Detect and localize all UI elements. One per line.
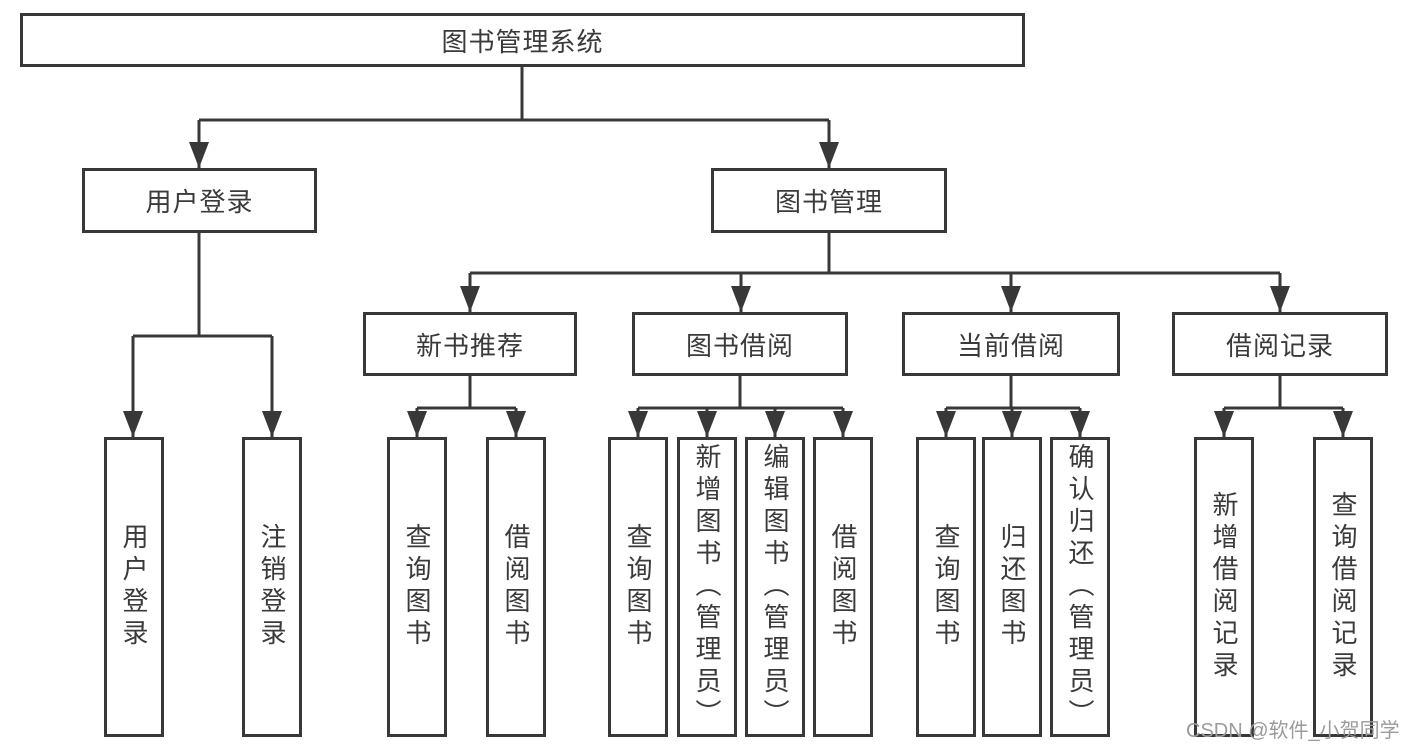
node-leaf-return-books: 归还图书 bbox=[982, 437, 1042, 737]
node-book-management-label: 图书管理 bbox=[774, 187, 883, 217]
node-leaf-add-book-admin: 新增图书（管理员） bbox=[677, 437, 737, 737]
node-leaf-query-books-borrowing: 查询图书 bbox=[608, 437, 668, 737]
node-user-login-label: 用户登录 bbox=[145, 187, 254, 217]
node-new-book-recommend: 新书推荐 bbox=[363, 312, 577, 376]
node-leaf-logout: 注销登录 bbox=[242, 437, 302, 737]
node-leaf-return-books-label: 归还图书 bbox=[997, 523, 1027, 651]
node-leaf-borrow-books-label: 借阅图书 bbox=[828, 523, 858, 651]
node-leaf-add-borrow-record: 新增借阅记录 bbox=[1194, 437, 1254, 737]
node-leaf-query-books-recommend: 查询图书 bbox=[387, 437, 447, 737]
node-leaf-confirm-return-admin: 确认归还（管理员） bbox=[1050, 437, 1110, 737]
node-leaf-confirm-return-admin-label: 确认归还（管理员） bbox=[1065, 443, 1095, 731]
csdn-watermark: CSDN @软件_小贺同学 bbox=[1186, 720, 1400, 742]
node-book-borrowing: 图书借阅 bbox=[632, 312, 848, 376]
node-leaf-user-login-label: 用户登录 bbox=[119, 523, 149, 651]
node-library-system: 图书管理系统 bbox=[20, 13, 1025, 67]
node-leaf-borrow-books: 借阅图书 bbox=[813, 437, 873, 737]
node-leaf-edit-book-admin: 编辑图书（管理员） bbox=[745, 437, 805, 737]
node-leaf-edit-book-admin-label: 编辑图书（管理员） bbox=[760, 443, 790, 731]
node-borrowing-records-label: 借阅记录 bbox=[1225, 330, 1334, 361]
node-leaf-query-books-current-label: 查询图书 bbox=[931, 523, 961, 651]
node-leaf-add-book-admin-label: 新增图书（管理员） bbox=[692, 443, 722, 731]
node-current-borrowing-label: 当前借阅 bbox=[956, 330, 1065, 361]
node-book-management: 图书管理 bbox=[711, 168, 947, 233]
node-leaf-query-borrow-record-label: 查询借阅记录 bbox=[1328, 491, 1358, 683]
node-leaf-borrow-books-recommend: 借阅图书 bbox=[486, 437, 546, 737]
node-borrowing-records: 借阅记录 bbox=[1172, 312, 1388, 376]
node-leaf-user-login: 用户登录 bbox=[104, 437, 164, 737]
node-book-borrowing-label: 图书借阅 bbox=[685, 330, 794, 361]
node-leaf-borrow-books-recommend-label: 借阅图书 bbox=[501, 523, 531, 651]
node-new-book-recommend-label: 新书推荐 bbox=[415, 330, 524, 361]
node-leaf-query-borrow-record: 查询借阅记录 bbox=[1313, 437, 1373, 737]
node-user-login: 用户登录 bbox=[82, 168, 317, 233]
node-library-system-label: 图书管理系统 bbox=[441, 26, 604, 57]
node-leaf-query-books-borrowing-label: 查询图书 bbox=[623, 523, 653, 651]
node-leaf-query-books-recommend-label: 查询图书 bbox=[402, 523, 432, 651]
node-leaf-add-borrow-record-label: 新增借阅记录 bbox=[1209, 491, 1239, 683]
node-leaf-query-books-current: 查询图书 bbox=[916, 437, 976, 737]
node-leaf-logout-label: 注销登录 bbox=[257, 523, 287, 651]
node-current-borrowing: 当前借阅 bbox=[902, 312, 1120, 376]
